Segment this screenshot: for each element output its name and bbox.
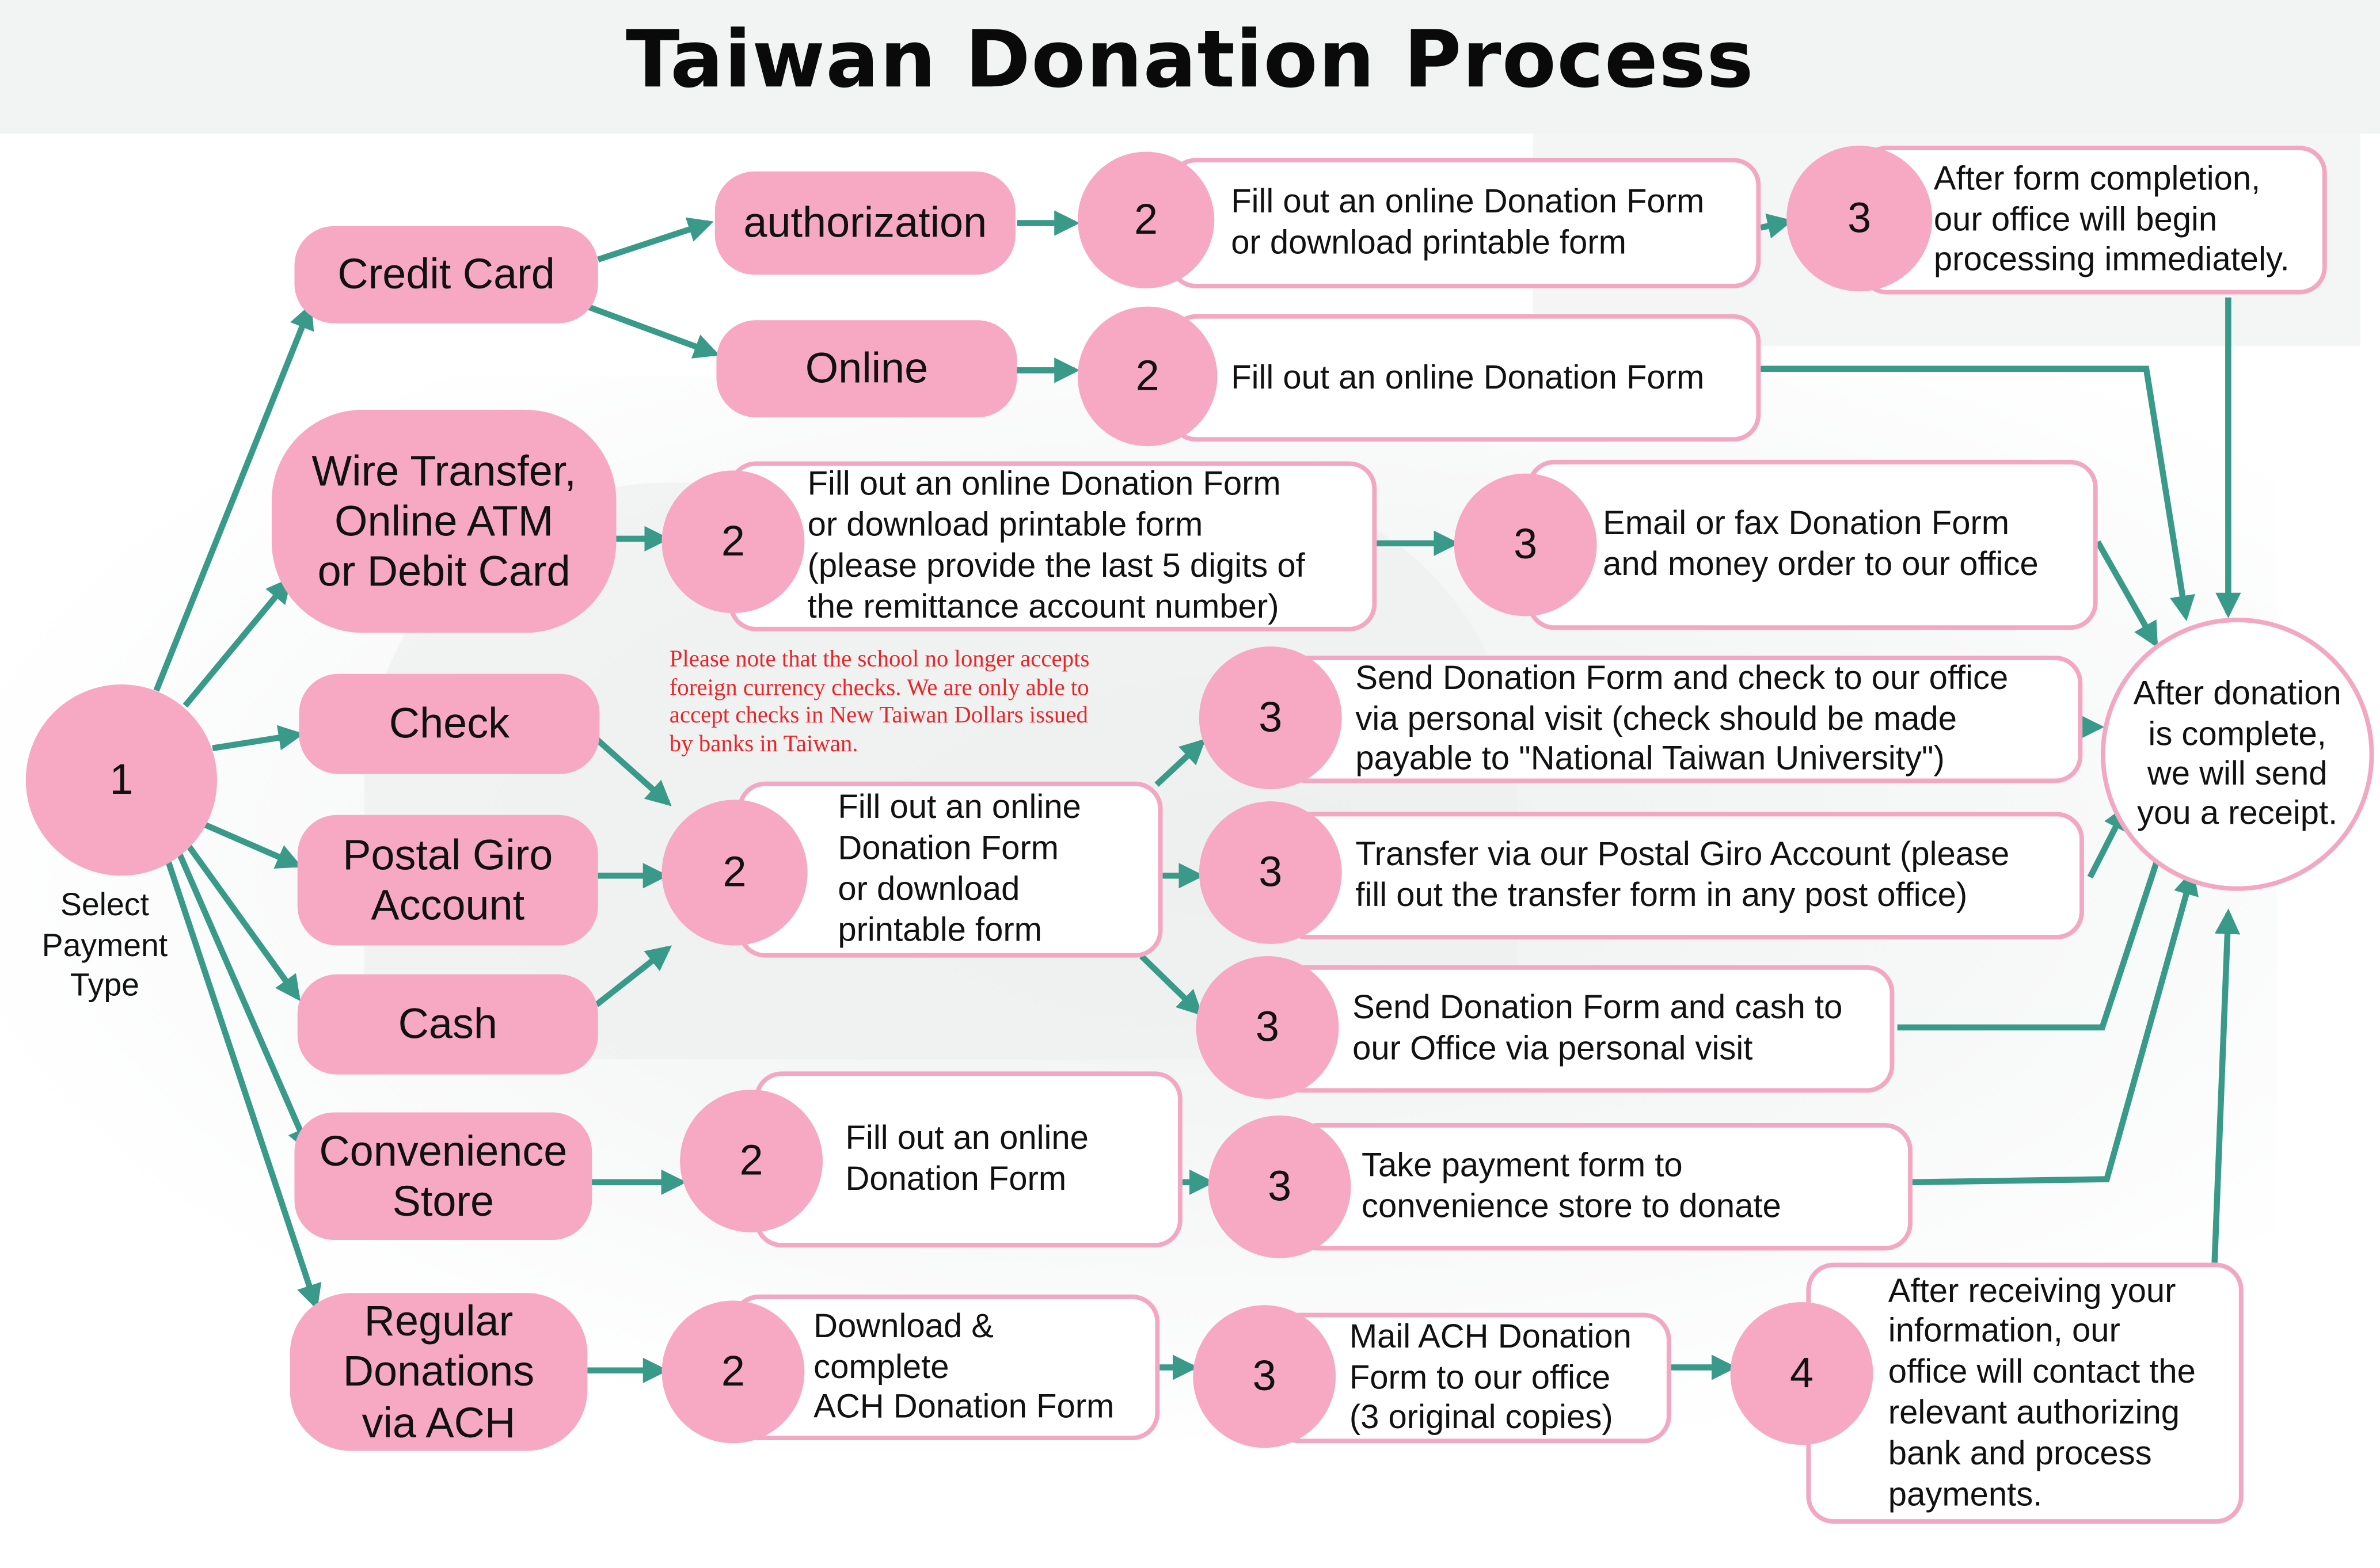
ach-node: Regular Donations via ACH <box>290 1293 588 1451</box>
foreign-check-note: Please note that the school no longer ac… <box>669 646 1090 758</box>
online-step2-circle: 2 <box>1077 306 1218 447</box>
cash-step3-circle: 3 <box>1196 956 1339 1099</box>
auth-step2-box: Fill out an online Donation Form or down… <box>1169 158 1761 288</box>
wire-step3-circle: 3 <box>1454 473 1597 616</box>
arrow-cash3-receipt <box>1897 824 2173 1031</box>
ach-step2-circle: 2 <box>661 1300 805 1444</box>
step-1-circle: 1 <box>25 684 218 876</box>
arrow-credit-online <box>586 303 720 359</box>
conv-step2-circle: 2 <box>680 1090 823 1232</box>
check-node: Check <box>299 673 600 774</box>
wire-step3-box: Email or fax Donation Form and money ord… <box>1527 459 2098 630</box>
arrow-online2-receipt <box>1761 366 2195 622</box>
conv-step2-box: Fill out an online Donation Form <box>754 1071 1183 1248</box>
auth-step3-circle: 3 <box>1786 146 1933 292</box>
auth-step3-box: After form completion, our office will b… <box>1859 146 2327 295</box>
online-node: Online <box>716 320 1017 418</box>
check-step3-box: Send Donation Form and check to our offi… <box>1279 655 2083 783</box>
ach-step4-circle: 4 <box>1730 1302 1873 1445</box>
arrow-credit-auth <box>597 217 714 262</box>
convenience-store-node: Convenience Store <box>294 1112 592 1240</box>
ach-step3-circle: 3 <box>1193 1305 1336 1448</box>
step-number: 1 <box>109 755 134 803</box>
arrow-1-wire <box>183 577 292 708</box>
arrow-1-cash <box>185 843 301 1002</box>
arrow-1-giro <box>202 821 302 869</box>
online-step2-box: Fill out an online Donation Form <box>1169 314 1761 442</box>
ach-step4-box: After receiving your information, our of… <box>1806 1262 2244 1524</box>
page-title: Taiwan Donation Process <box>625 15 1755 106</box>
postal-giro-node: Postal Giro Account <box>297 815 598 946</box>
ach-step3-box: Mail ACH Donation Form to our office (3 … <box>1272 1312 1671 1444</box>
wire-transfer-node: Wire Transfer, Online ATM or Debit Card <box>271 409 617 633</box>
arrow-ach4-receipt <box>2211 908 2241 1263</box>
authorization-node: authorization <box>714 171 1016 275</box>
arrow-shared-cash3 <box>1139 954 1203 1016</box>
ach-step2-box: Download & complete ACH Donation Form <box>731 1294 1160 1441</box>
arrow-shared-check3 <box>1154 739 1206 787</box>
auth-step2-circle: 2 <box>1077 151 1215 288</box>
arrow-1-ach <box>164 856 322 1310</box>
check-step3-circle: 3 <box>1199 646 1342 789</box>
arrow-auth2-3 <box>1760 213 1793 239</box>
title-band <box>0 0 2380 134</box>
arrow-conv3-receipt <box>1912 869 2199 1186</box>
arrow-1-credit <box>153 303 314 692</box>
arrow-1-conv <box>176 851 312 1154</box>
wire-step2-box: Fill out an online Donation Form or down… <box>728 461 1377 631</box>
cash-step3-box: Send Donation Form and cash to our Offic… <box>1275 965 1895 1093</box>
conv-step3-box: Take payment form to convenience store t… <box>1290 1123 1913 1251</box>
arrow-cash-2 <box>594 945 672 1007</box>
select-payment-type-label: Select Payment Type <box>41 888 168 1004</box>
arrow-wire3-receipt <box>2095 540 2158 648</box>
arrow-1-check <box>212 725 305 752</box>
giro-step3-circle: 3 <box>1199 801 1342 944</box>
receipt-node: After donation is complete, we will send… <box>2100 618 2374 891</box>
shared-step2-circle: 2 <box>661 800 808 946</box>
giro-step3-box: Transfer via our Postal Giro Account (pl… <box>1279 812 2084 939</box>
wire-step2-circle: 2 <box>661 470 805 614</box>
credit-card-node: Credit Card <box>294 226 598 324</box>
arrow-check-2 <box>594 737 672 806</box>
cash-node: Cash <box>297 974 598 1075</box>
conv-step3-circle: 3 <box>1208 1115 1351 1258</box>
